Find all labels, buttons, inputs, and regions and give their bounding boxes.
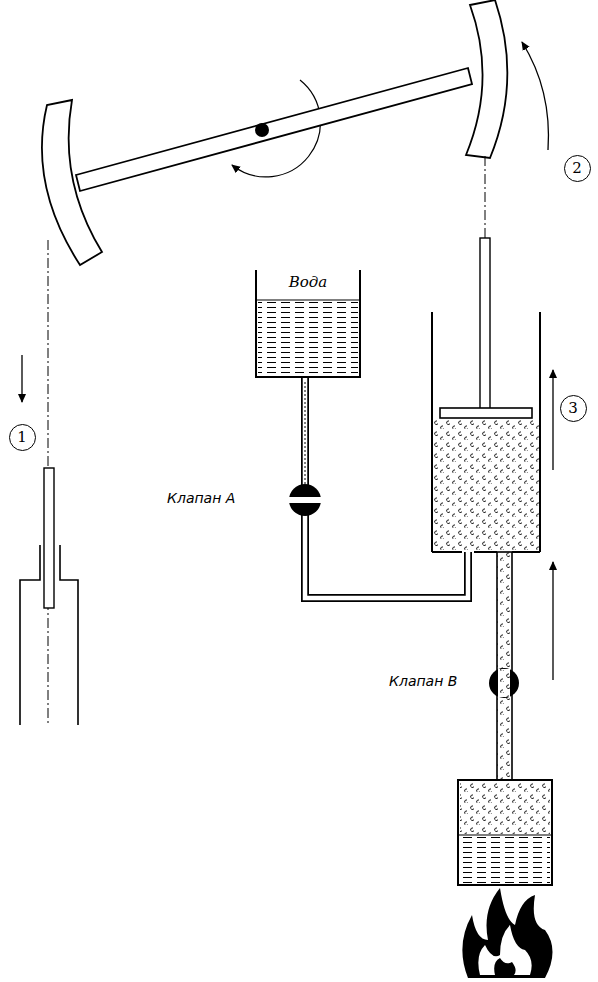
callout-circle: 3	[560, 395, 587, 422]
water-tank: Вода	[255, 270, 361, 378]
valve-label: Клапан B	[387, 673, 459, 689]
valve-label: Клапан A	[165, 490, 237, 506]
callout-number: 1	[17, 430, 27, 445]
callout-number: 2	[572, 161, 582, 176]
callout-circle: 2	[564, 155, 591, 182]
tank-label: Вода	[286, 273, 331, 291]
callout-number: 3	[568, 401, 578, 416]
callout-circle: 1	[9, 424, 36, 451]
